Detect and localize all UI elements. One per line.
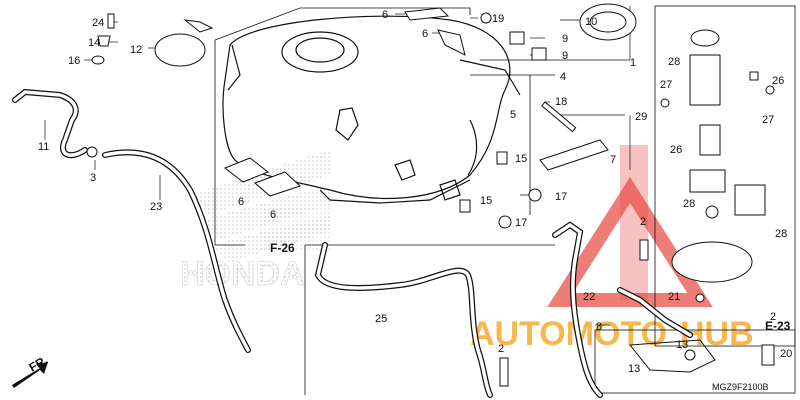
callout-4: 4 — [560, 71, 566, 83]
callout-8: 8 — [596, 321, 602, 333]
callout-25: 25 — [375, 313, 387, 325]
callout-2b: 2 — [498, 343, 504, 355]
fuel-pump-28 — [689, 54, 721, 106]
callout-13a: 13 — [676, 339, 688, 351]
front-arrow-label: FR. — [27, 353, 51, 375]
callout-12: 12 — [130, 44, 142, 56]
site-watermark: AUTOMOTO HUB — [470, 145, 754, 353]
clip-2a — [639, 239, 649, 261]
callout-16: 16 — [68, 55, 80, 67]
callout-27a: 27 — [660, 79, 672, 91]
diagram-code: MGZ9F2100B — [712, 382, 769, 392]
callout-18: 18 — [555, 96, 567, 108]
callout-28c: 28 — [775, 228, 787, 240]
ref-e23: E-23 — [765, 319, 791, 333]
sensor-20 — [761, 344, 775, 366]
callout-5: 5 — [510, 109, 516, 121]
cover-28d — [734, 184, 766, 216]
grommet-9a — [509, 31, 525, 45]
watermark-text-automoto: AUTOMOTO — [470, 315, 667, 353]
screw-27a — [660, 98, 670, 108]
small-parts — [86, 3, 775, 387]
clip-26a — [749, 71, 759, 81]
pad-15b — [459, 199, 471, 213]
callout-27b: 27 — [762, 114, 774, 126]
callout-15a: 15 — [515, 153, 527, 165]
pad-6d — [254, 171, 301, 197]
nut-19 — [480, 12, 492, 24]
callout-22: 22 — [583, 291, 595, 303]
pad-6c — [224, 157, 269, 183]
washer-17a — [528, 188, 542, 202]
callout-19: 19 — [492, 13, 504, 25]
clamp-3 — [86, 146, 98, 158]
callout-7: 7 — [610, 154, 616, 166]
key-icon — [183, 19, 214, 33]
filter-28b — [699, 124, 721, 156]
clip-14 — [97, 35, 111, 47]
callout-6d: 6 — [270, 209, 276, 221]
callout-6b: 6 — [422, 28, 428, 40]
callout-17b: 17 — [515, 217, 527, 229]
callout-11: 11 — [38, 141, 49, 153]
grommet-9b — [531, 47, 547, 61]
callout-13b: 13 — [628, 363, 640, 375]
pad-6a — [404, 7, 450, 21]
honda-logo-watermark: HONDA — [180, 150, 330, 293]
callout-24: 24 — [92, 17, 104, 29]
part-callouts: 24 14 12 16 11 3 23 6 6 F-26 6 6 19 10 9… — [38, 9, 792, 375]
strip-7 — [539, 139, 609, 171]
fuel-cap-12 — [154, 33, 206, 67]
pad-6b — [437, 29, 466, 56]
callout-6a: 6 — [382, 9, 388, 21]
screw-27b — [765, 85, 775, 95]
bolt-18 — [541, 101, 577, 133]
ref-f26: F-26 — [270, 241, 295, 255]
callout-26b: 26 — [670, 144, 682, 156]
housing-28c — [689, 169, 726, 193]
callout-9b: 9 — [562, 50, 568, 62]
callout-3: 3 — [90, 172, 96, 184]
callout-29: 29 — [635, 111, 647, 123]
callout-23: 23 — [150, 201, 162, 213]
callout-21: 21 — [668, 291, 680, 303]
callout-17a: 17 — [555, 191, 567, 203]
nut-21 — [695, 293, 705, 303]
callout-15b: 15 — [480, 195, 492, 207]
callout-10: 10 — [585, 16, 597, 28]
callout-14: 14 — [88, 37, 100, 49]
hose-13 — [629, 339, 716, 373]
honda-wordmark-watermark: HONDA — [180, 255, 305, 293]
fuel-tank — [222, 15, 521, 204]
callout-9a: 9 — [562, 33, 568, 45]
pad-15a — [496, 151, 508, 165]
callout-1: 1 — [630, 57, 636, 69]
callout-2c: 2 — [770, 311, 776, 323]
callout-26a: 26 — [772, 75, 784, 87]
callout-28a: 28 — [668, 56, 680, 68]
bolt-24 — [107, 13, 115, 29]
cap-16 — [91, 55, 105, 65]
pump-flange — [671, 241, 753, 283]
washer-17b — [498, 215, 512, 229]
callout-6c: 6 — [238, 196, 244, 208]
clip-2b — [499, 357, 509, 387]
callout-28b: 28 — [683, 198, 695, 210]
callout-20: 20 — [780, 348, 792, 360]
front-arrow: FR. — [12, 353, 50, 388]
callout-2a: 2 — [640, 216, 646, 228]
